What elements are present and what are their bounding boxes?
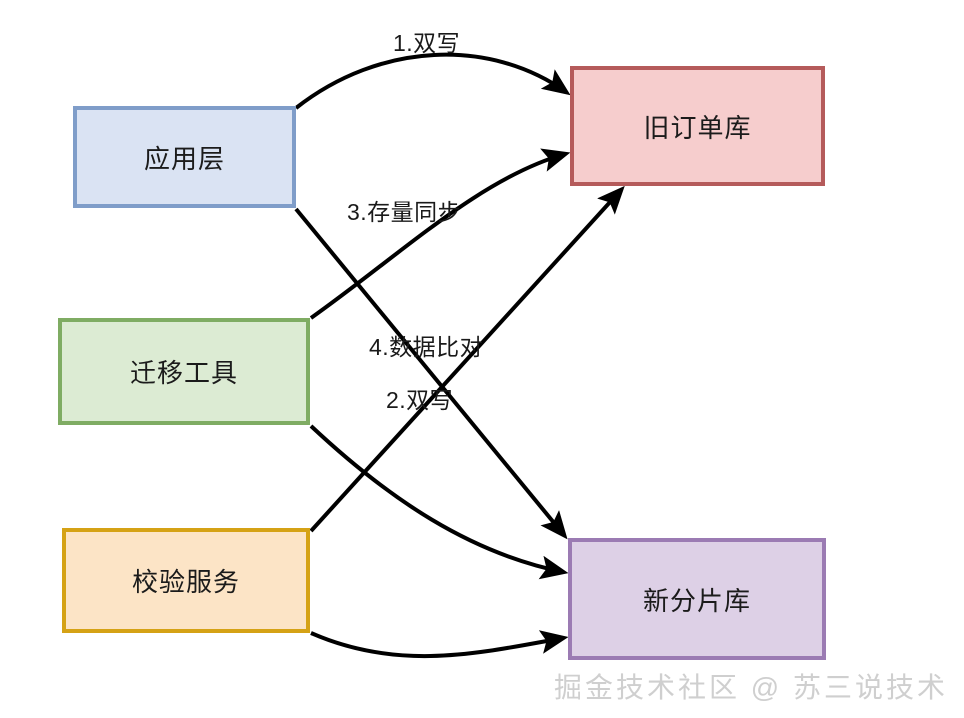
edge-edge-5 — [309, 424, 569, 580]
node-verify-service[interactable]: 校验服务 — [62, 528, 310, 633]
edge-edge-4 — [309, 185, 625, 533]
edge-label-dual-write-1: 1.双写 — [393, 30, 461, 56]
watermark: 掘金技术社区 @ 苏三说技术 — [554, 672, 948, 703]
node-old-order-db[interactable]: 旧订单库 — [570, 66, 825, 186]
node-app-layer-label: 应用层 — [143, 143, 225, 174]
node-migration-tool[interactable]: 迁移工具 — [58, 318, 310, 425]
node-verify-service-label: 校验服务 — [131, 567, 240, 597]
node-old-order-db-label: 旧订单库 — [643, 112, 752, 143]
edge-label-data-compare: 4.数据比对 — [369, 334, 484, 360]
node-new-shard-db-label: 新分片库 — [642, 585, 751, 616]
edge-edge-2 — [294, 207, 568, 540]
edge-edge-6 — [310, 630, 569, 659]
edge-edge-1 — [294, 52, 571, 110]
node-new-shard-db[interactable]: 新分片库 — [568, 538, 826, 660]
edge-edge-3 — [309, 148, 571, 320]
edge-label-stock-sync: 3.存量同步 — [347, 199, 462, 225]
edge-label-dual-write-2: 2.双写 — [386, 387, 454, 413]
node-migration-tool-label: 迁移工具 — [129, 358, 238, 388]
node-app-layer[interactable]: 应用层 — [73, 106, 296, 208]
